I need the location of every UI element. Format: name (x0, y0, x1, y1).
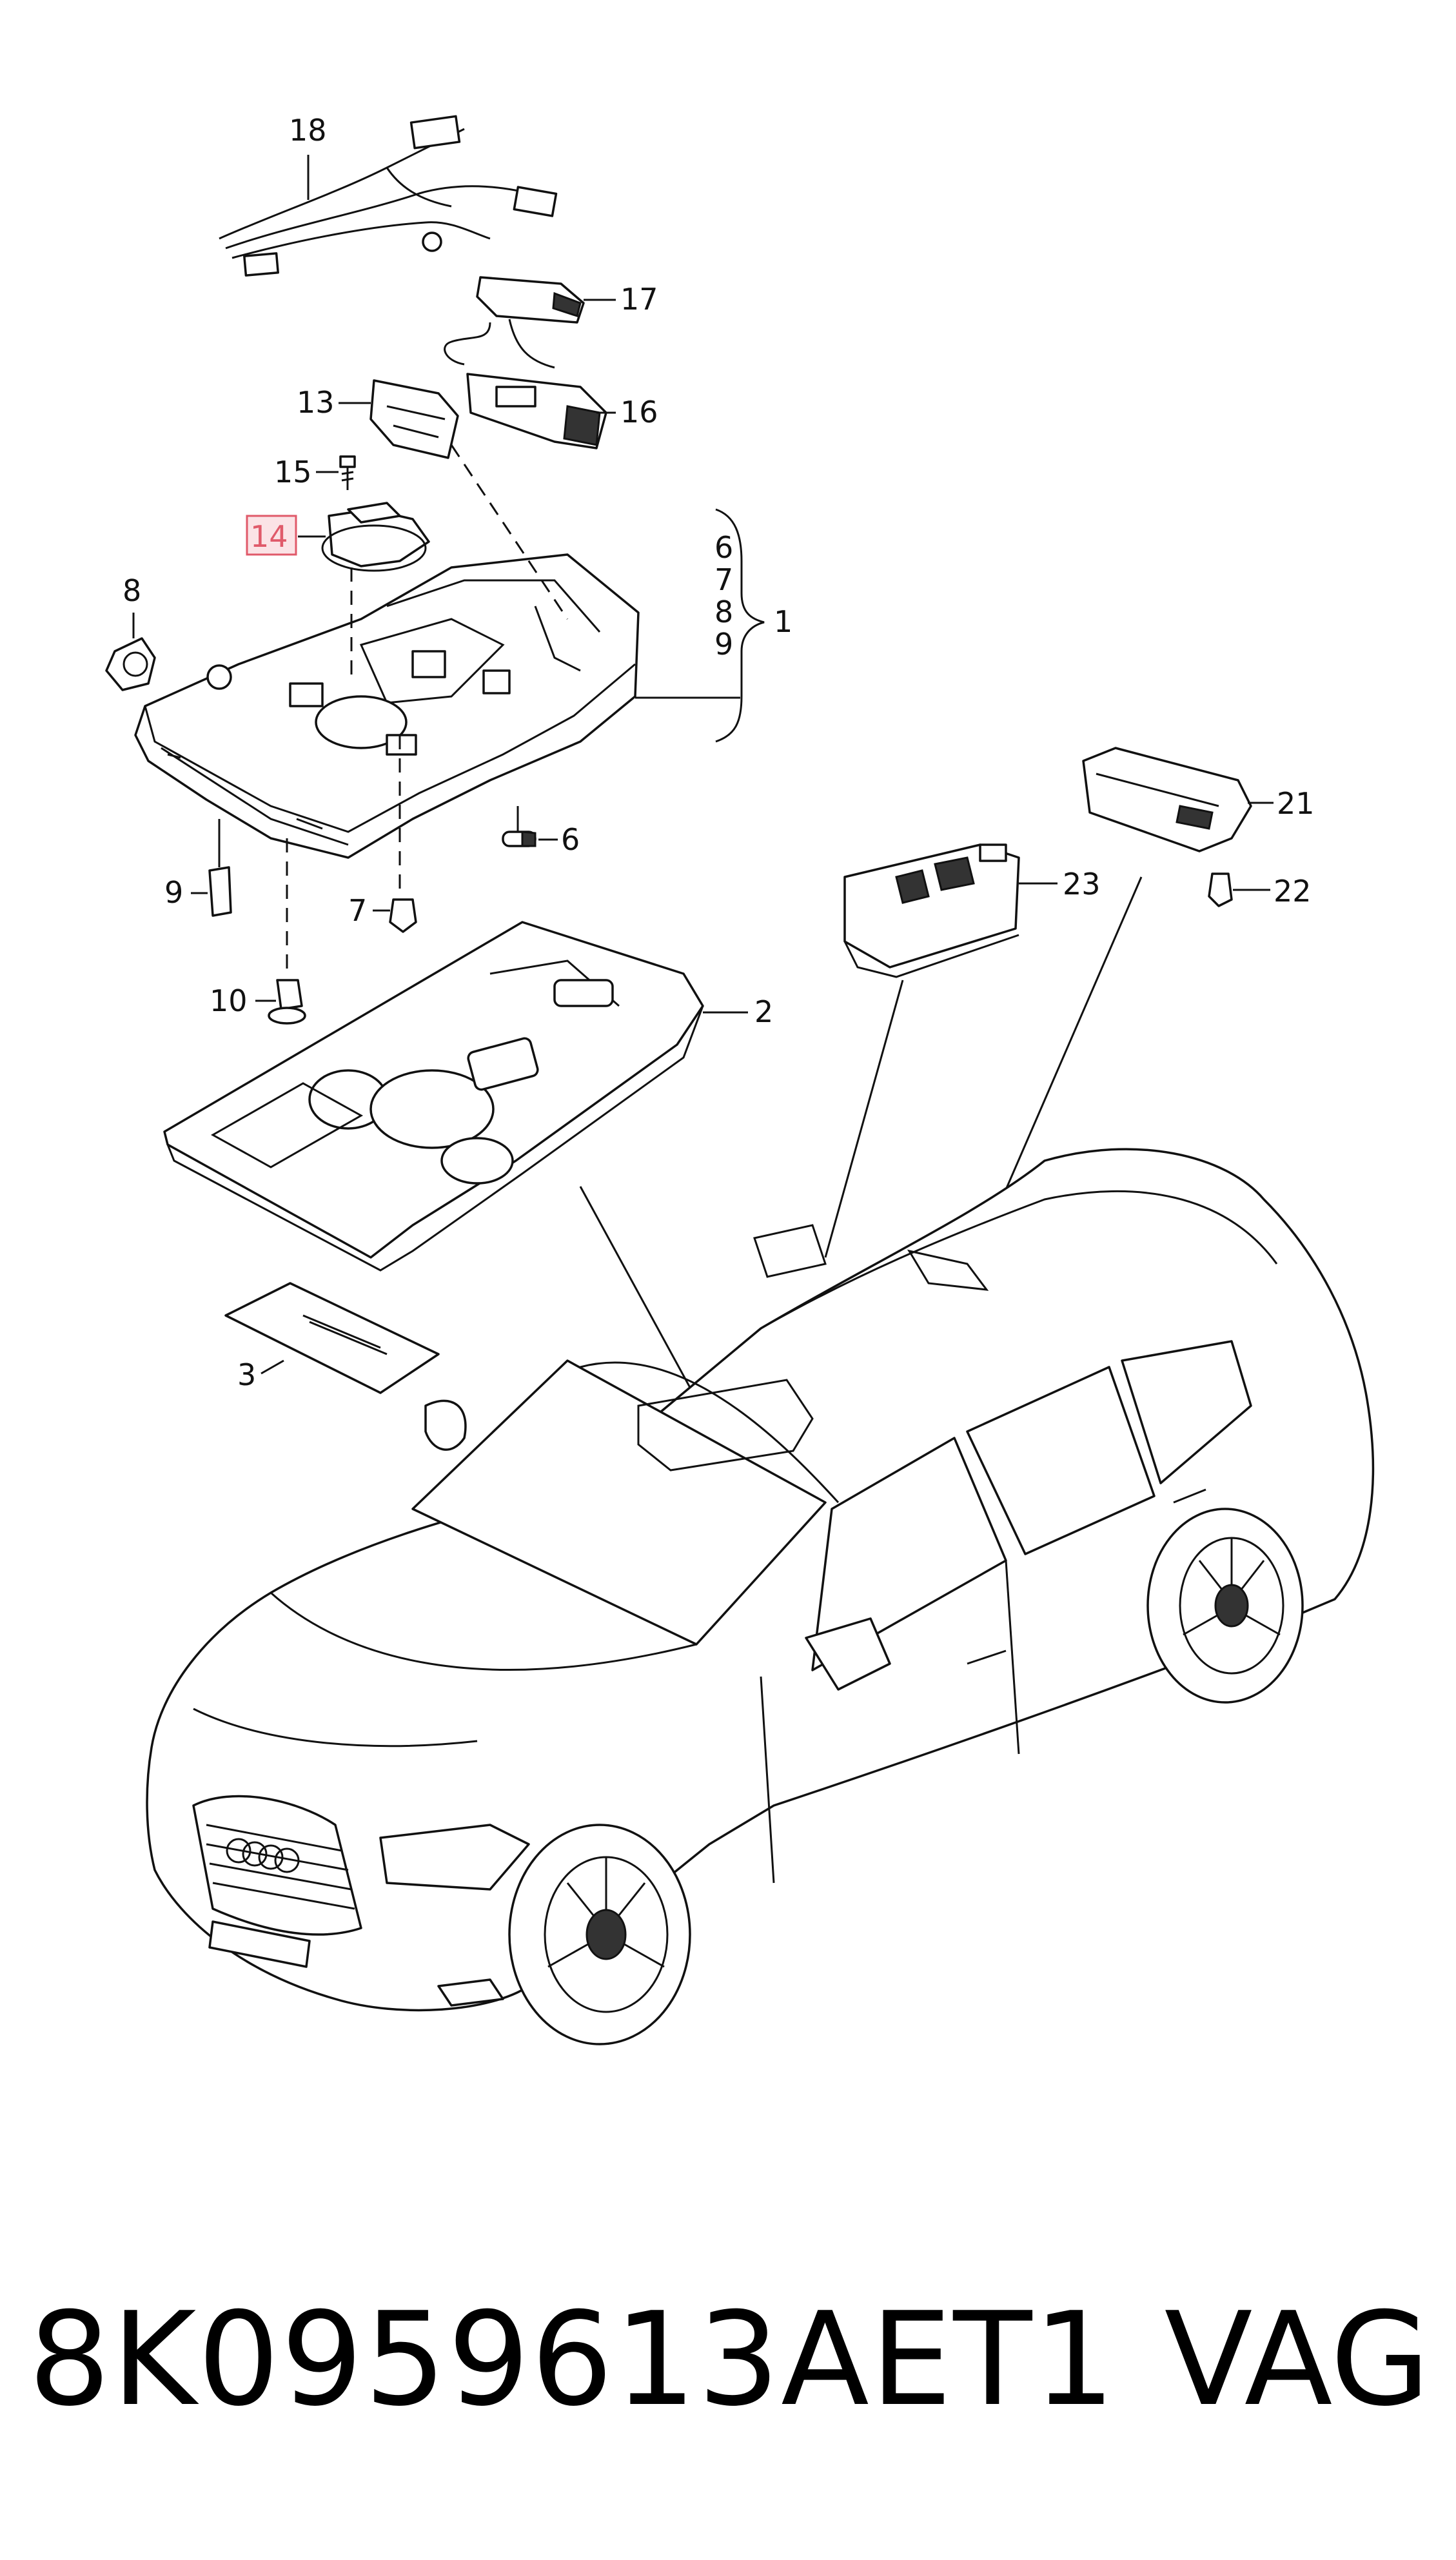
callout-17: 17 (620, 282, 658, 317)
callout-7-group: 7 (714, 562, 733, 597)
callout-16: 16 (620, 395, 658, 429)
callout-13: 13 (297, 385, 335, 420)
interior-light-part-21 (1082, 747, 1252, 852)
callout-22: 22 (1274, 874, 1312, 909)
module-part-13 (369, 379, 459, 459)
clip-part-22 (1208, 872, 1233, 907)
bulb-part-6 (502, 831, 536, 847)
callout-6-group: 6 (714, 530, 733, 565)
wiring-harness-part-18 (219, 115, 558, 277)
switch-module-part-23 (843, 843, 1020, 978)
sensor-part-14 (321, 502, 430, 572)
callout-23: 23 (1063, 867, 1101, 901)
callout-18: 18 (289, 113, 327, 148)
callout-8: 8 (123, 573, 141, 608)
callout-10: 10 (210, 983, 248, 1018)
callout-21: 21 (1277, 786, 1315, 821)
callout-14-highlight (246, 515, 297, 556)
callout-1: 1 (774, 604, 792, 639)
module-part-16 (466, 373, 607, 449)
module-part-17 (444, 276, 585, 369)
callout-8-group: 8 (714, 595, 733, 629)
callout-2: 2 (754, 994, 773, 1029)
callout-14: 14 (250, 519, 288, 554)
callout-9-group: 9 (714, 627, 733, 662)
cover-part-3 (224, 1282, 440, 1394)
callout-15: 15 (274, 455, 312, 489)
headliner-panel-part-2 (163, 921, 704, 1272)
screw-part-15 (339, 455, 356, 490)
clip-part-7 (389, 898, 417, 933)
callout-9: 9 (164, 875, 183, 910)
roof-console-housing-part-1 (134, 553, 640, 859)
part-number: 8K0959613AET1 (28, 2285, 1117, 2435)
callout-3: 3 (237, 1357, 256, 1392)
clip-part-8 (105, 637, 156, 691)
brand-label: VAG (1164, 2285, 1430, 2435)
clip-part-9 (208, 866, 232, 917)
car-illustration (146, 1148, 1375, 2045)
callout-7: 7 (348, 893, 367, 928)
clip-part-10 (268, 979, 306, 1025)
callout-labels: 18 17 16 13 15 14 8 6 7 8 9 1 6 9 7 10 2… (123, 113, 1315, 1392)
callout-6: 6 (561, 822, 580, 857)
